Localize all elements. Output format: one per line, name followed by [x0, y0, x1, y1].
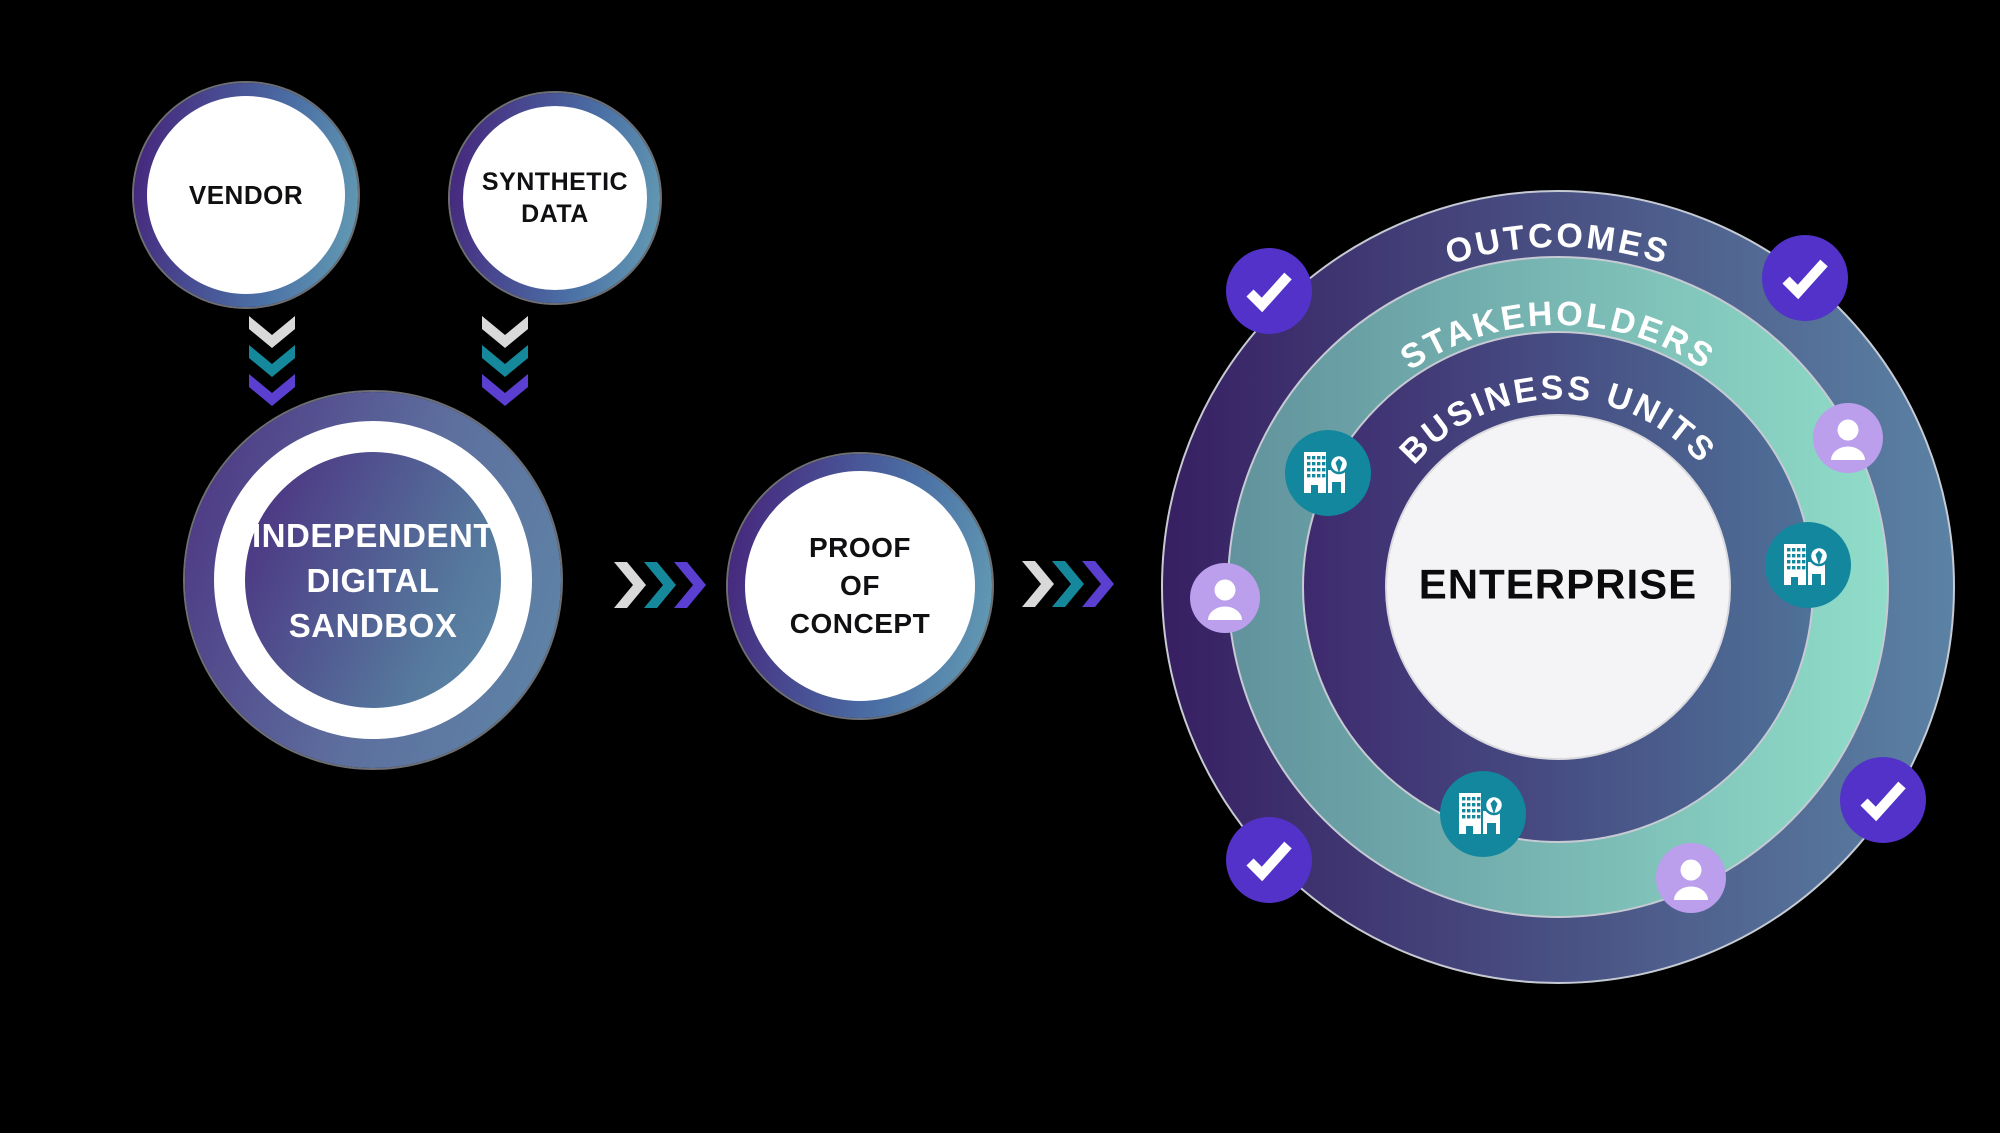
proof-label-line1: PROOF [808, 532, 912, 563]
proof-label-line3: CONCEPT [789, 608, 931, 639]
sandbox-label-line2: DIGITAL [306, 561, 440, 599]
building-icon [1438, 769, 1528, 859]
proof-to-enterprise-arrow [1022, 561, 1114, 607]
vendor-circle-core: VENDOR [147, 96, 345, 294]
person-icon [1190, 563, 1260, 633]
sandbox-label-line3: SANDBOX [288, 606, 458, 644]
chevron-right-purple-icon [1082, 561, 1114, 607]
chevron-down-teal-icon [482, 345, 528, 377]
enterprise-rings-diagram: OUTCOMES STAKEHOLDERS BUSINESS UNITS ENT… [1161, 190, 1955, 984]
checkmark-icon [1840, 757, 1926, 843]
chevron-down-purple-icon [482, 374, 528, 406]
checkmark-icon [1226, 248, 1312, 334]
enterprise-label: ENTERPRISE [1419, 561, 1697, 608]
chevron-right-gray-icon [1022, 561, 1054, 607]
chevron-down-teal-icon [249, 345, 295, 377]
chevron-right-gray-icon [614, 562, 646, 608]
person-icon [1656, 843, 1726, 913]
chevron-right-teal-icon [644, 562, 676, 608]
synthetic-data-circle-core: SYNTHETIC DATA [463, 106, 647, 290]
synthetic-data-label-line2: DATA [521, 200, 589, 228]
vendor-label: VENDOR [188, 180, 304, 210]
chevron-right-teal-icon [1052, 561, 1084, 607]
synthetic-down-arrow [482, 316, 528, 406]
checkmark-icon [1226, 817, 1312, 903]
checkmark-icon [1762, 235, 1848, 321]
synthetic-data-label-line1: SYNTHETIC [481, 168, 629, 196]
chevron-down-gray-icon [482, 316, 528, 348]
sandbox-label-line1: INDEPENDENT [251, 516, 495, 554]
synthetic-data-circle: SYNTHETIC DATA [450, 93, 660, 303]
chevron-down-gray-icon [249, 316, 295, 348]
sandbox-circle: INDEPENDENT DIGITAL SANDBOX [185, 392, 561, 768]
building-icon [1763, 520, 1853, 610]
sandbox-core: INDEPENDENT DIGITAL SANDBOX [245, 452, 501, 708]
proof-of-concept-circle: PROOF OF CONCEPT [728, 454, 992, 718]
vendor-circle: VENDOR [134, 83, 358, 307]
enterprise-core-circle [1385, 414, 1731, 760]
chevron-down-purple-icon [249, 374, 295, 406]
sandbox-white-ring: INDEPENDENT DIGITAL SANDBOX [214, 421, 532, 739]
sandbox-to-proof-arrow [614, 562, 706, 608]
chevron-right-purple-icon [674, 562, 706, 608]
proof-of-concept-core: PROOF OF CONCEPT [745, 471, 975, 701]
person-icon [1813, 403, 1883, 473]
vendor-down-arrow [249, 316, 295, 406]
proof-label-line2: OF [840, 570, 880, 601]
building-icon [1283, 428, 1373, 518]
